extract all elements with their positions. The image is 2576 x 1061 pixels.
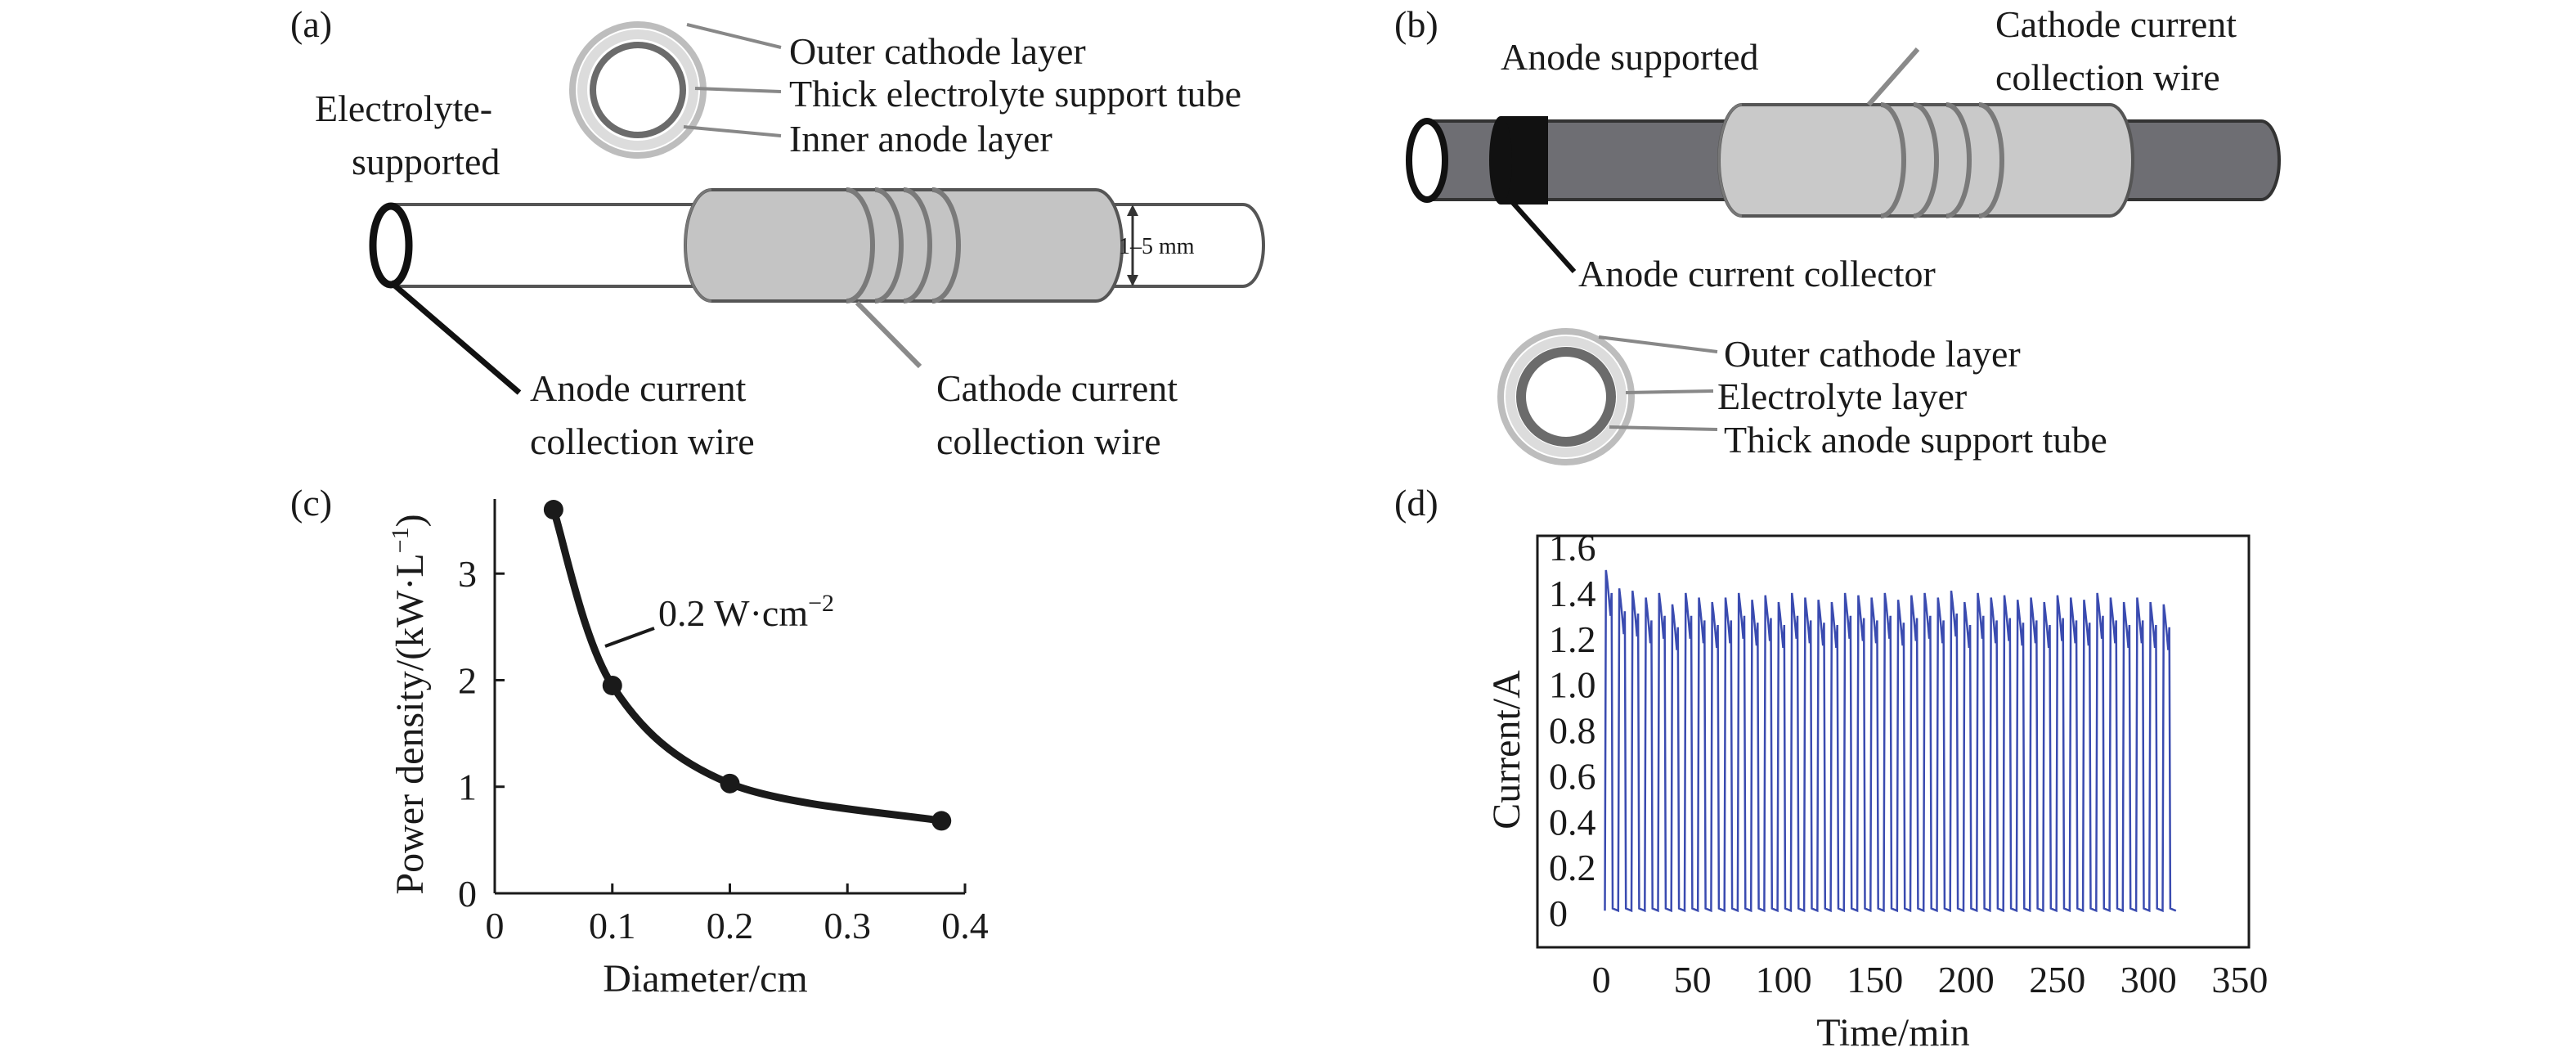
- data-point: [543, 500, 563, 520]
- y-axis-title: Power density/(kW·L−1): [387, 514, 432, 894]
- y-tick-label: 1.2: [1549, 618, 1596, 660]
- label-cathode-wire-b-2: collection wire: [1995, 56, 2220, 98]
- label-electrolyte-layer: Electrolyte layer: [1717, 375, 1967, 417]
- y-tick-label: 2: [458, 659, 477, 701]
- panel-d-tag: (d): [1394, 482, 1438, 524]
- x-tick-label: 250: [2029, 959, 2085, 1000]
- x-tick-label: 300: [2120, 959, 2177, 1000]
- data-point: [720, 773, 740, 794]
- x-axis-title: Time/min: [1816, 1011, 1970, 1054]
- x-tick-label: 0: [486, 905, 505, 946]
- panel-a: (a) Outer cathode layer Thick electrolyt…: [290, 3, 1265, 462]
- x-tick-label: 150: [1847, 959, 1903, 1000]
- label-inner-anode: Inner anode layer: [789, 118, 1052, 160]
- annotation-leader: [604, 627, 655, 648]
- data-point: [931, 811, 952, 831]
- y-tick-label: 1: [458, 767, 477, 808]
- x-tick-label: 0.3: [824, 905, 872, 946]
- anode-supported-cross-section: [1497, 328, 1718, 465]
- electrolyte-supported-tube: [369, 187, 1265, 395]
- label-dimension: 1–5 mm: [1119, 234, 1195, 259]
- label-electrolyte-supported-1: Electrolyte-: [315, 88, 492, 129]
- panel-c-tag: (c): [290, 482, 332, 524]
- x-tick-label: 100: [1756, 959, 1812, 1000]
- x-axis-title: Diameter/cm: [603, 957, 808, 1000]
- y-axis-title: Current/A: [1485, 670, 1528, 829]
- data-point: [602, 675, 622, 695]
- label-anode-wire-1: Anode current: [530, 367, 747, 409]
- x-tick-label: 0: [1592, 959, 1611, 1000]
- label-anode-supported: Anode supported: [1501, 36, 1759, 78]
- y-tick-label: 0: [458, 873, 477, 915]
- label-thick-electrolyte-tube: Thick electrolyte support tube: [789, 73, 1241, 115]
- current-series-line: [1604, 569, 2177, 913]
- panel-b-tag: (b): [1394, 3, 1438, 45]
- annotation-power-flux: 0.2 W·cm−2: [658, 590, 834, 634]
- anode-supported-tube: [1406, 47, 2281, 273]
- y-tick-label: 1.0: [1549, 664, 1596, 706]
- label-cathode-wire-a-2: collection wire: [936, 420, 1161, 462]
- panel-a-tag: (a): [290, 3, 332, 45]
- y-tick-label: 0.6: [1549, 755, 1596, 797]
- y-tick-label: 0.8: [1549, 710, 1596, 752]
- label-electrolyte-supported-2: supported: [352, 141, 500, 182]
- electrolyte-supported-cross-section: [569, 21, 782, 159]
- label-outer-cathode-a: Outer cathode layer: [789, 30, 1086, 72]
- label-anode-wire-2: collection wire: [530, 420, 755, 462]
- x-tick-label: 200: [1938, 959, 1995, 1000]
- label-anode-collector: Anode current collector: [1578, 253, 1936, 294]
- x-tick-label: 50: [1674, 959, 1712, 1000]
- panel-b: (b) Anode supported Cathode current coll…: [1394, 3, 2281, 465]
- label-cathode-wire-b-1: Cathode current: [1995, 3, 2237, 45]
- x-tick-label: 350: [2211, 959, 2268, 1000]
- label-cathode-wire-a-1: Cathode current: [936, 367, 1178, 409]
- x-tick-label: 0.2: [707, 905, 754, 946]
- label-outer-cathode-b: Outer cathode layer: [1724, 333, 2021, 375]
- x-tick-label: 0.1: [589, 905, 636, 946]
- y-tick-label: 1.4: [1549, 573, 1596, 614]
- y-tick-label: 1.6: [1549, 527, 1596, 569]
- y-tick-label: 3: [458, 553, 477, 595]
- label-thick-anode-tube: Thick anode support tube: [1724, 419, 2107, 461]
- y-tick-label: 0.2: [1549, 847, 1596, 888]
- plot-frame: [1536, 534, 2251, 949]
- y-tick-label: 0.4: [1549, 801, 1596, 843]
- series-line: [550, 508, 943, 825]
- x-tick-label: 0.4: [941, 905, 989, 946]
- y-tick-label: 0: [1549, 892, 1568, 934]
